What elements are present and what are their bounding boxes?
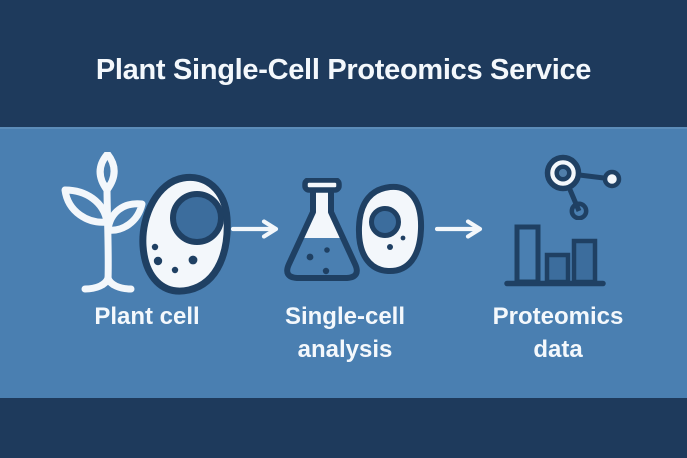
- arrow-right-icon: [231, 219, 279, 239]
- header-band: Plant Single-Cell Proteomics Service: [0, 0, 687, 127]
- arrow-right-icon: [435, 219, 483, 239]
- pipeline-band: Plant cell Single-cell analysis Proteomi…: [0, 127, 687, 398]
- stage-label-line: data: [533, 336, 583, 363]
- stage-label-line: Single-cell: [284, 303, 406, 330]
- molecule-icon: [544, 154, 622, 220]
- flask-icon: [284, 178, 360, 281]
- bar-chart-icon: [504, 224, 606, 287]
- plant-sprout-icon: [61, 152, 146, 293]
- stage-label-line: analysis: [297, 336, 393, 363]
- stage-label-plant-cell: Plant cell: [47, 300, 247, 333]
- stage-label-single-cell-analysis: Single-cell analysis: [245, 300, 445, 366]
- stage-label-proteomics-data: Proteomics data: [458, 300, 658, 366]
- page-title: Plant Single-Cell Proteomics Service: [95, 54, 592, 86]
- footer-band: [0, 398, 687, 458]
- stage-label-line: Plant cell: [94, 303, 200, 330]
- stage-label-line: Proteomics: [492, 303, 624, 330]
- plant-cell-icon: [139, 173, 231, 295]
- single-cell-icon: [355, 183, 425, 275]
